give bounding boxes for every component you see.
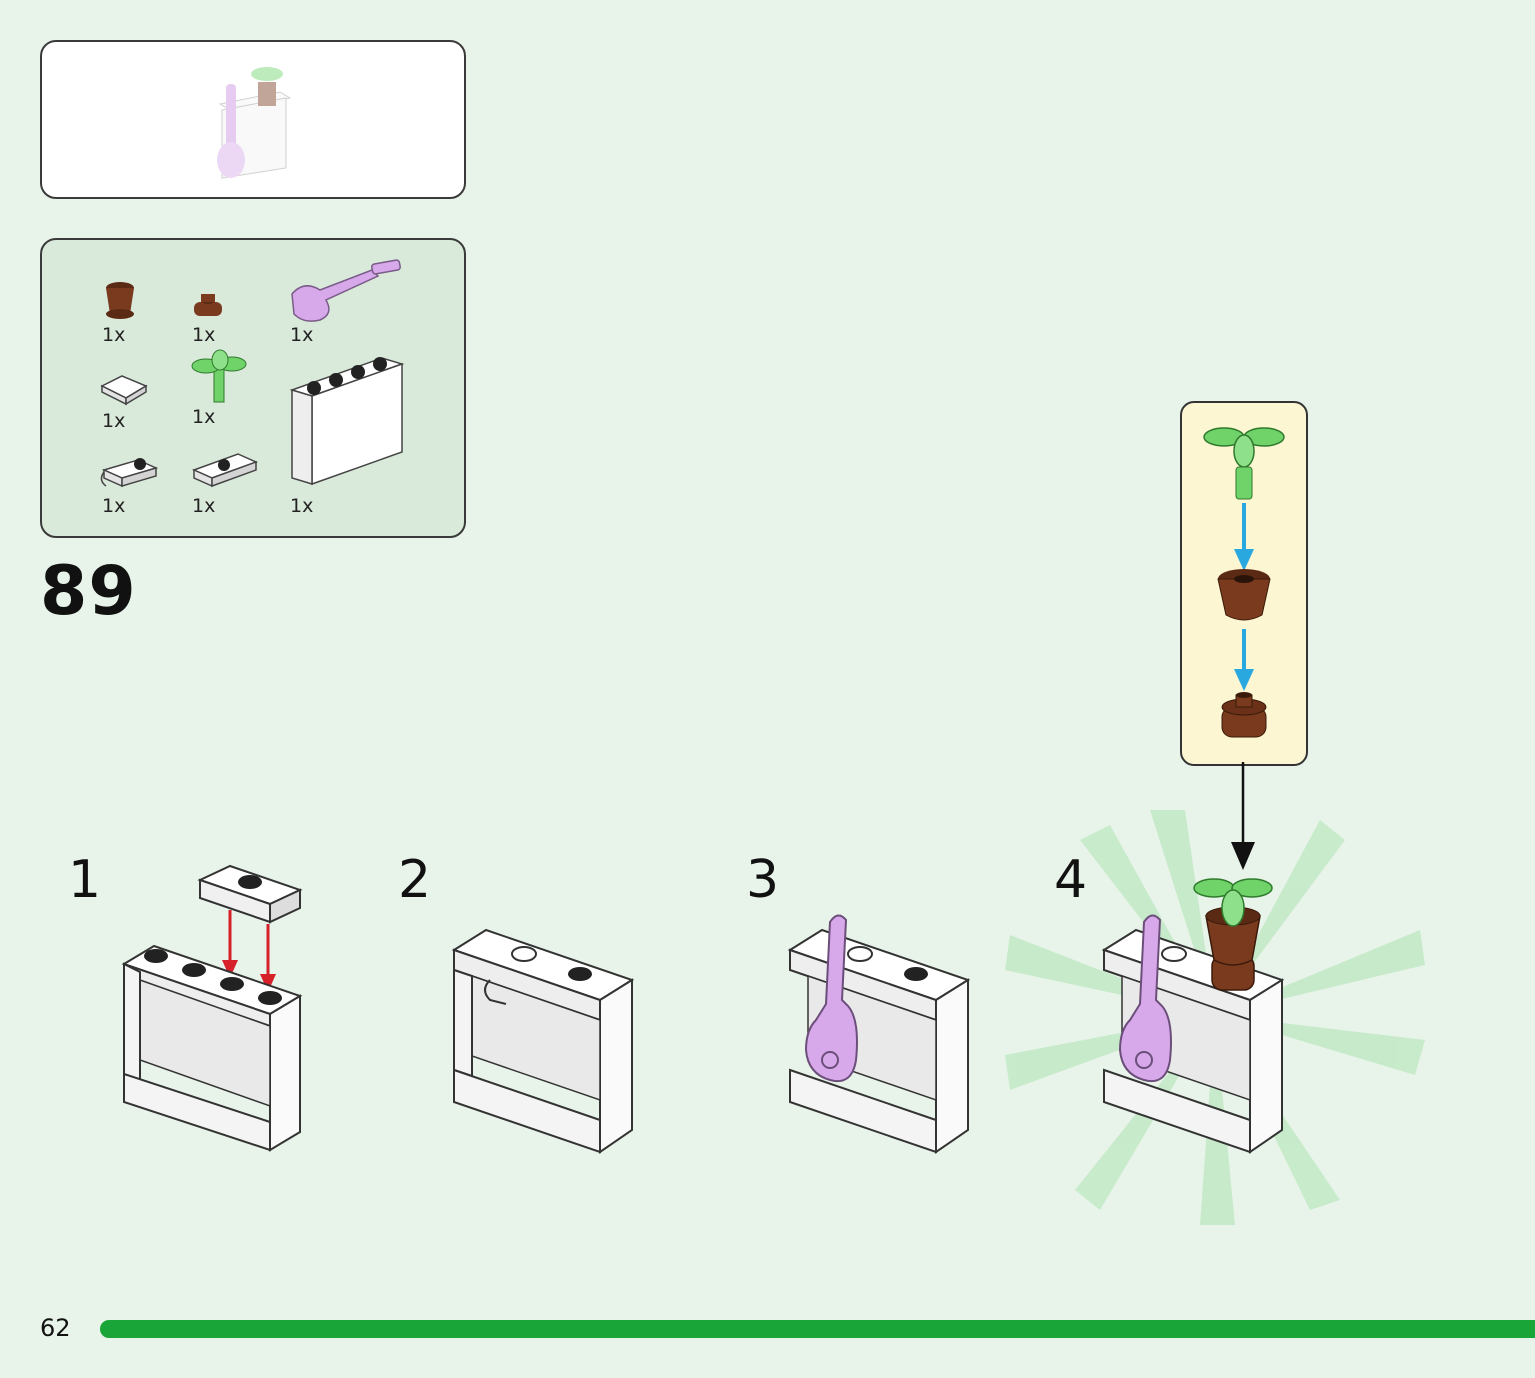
substep-1-illustration [121,864,303,1152]
page-number: 62 [40,1314,71,1342]
substep-number-1: 1 [68,850,102,910]
model-preview-icon [217,67,292,179]
clip-plate-icon [100,458,159,488]
round-plate-icon [194,294,222,316]
panel-icon [289,357,405,486]
parts-list-art [100,259,405,488]
part-qty: 1x [102,410,126,432]
tile-icon [100,375,148,406]
model-preview-box [40,40,466,199]
plant-icon [191,349,247,403]
substep-2-illustration [451,928,635,1154]
part-qty: 1x [102,495,126,517]
pot-icon [106,282,134,319]
substep-number-4: 4 [1054,850,1088,910]
jumper-plate-icon [191,453,259,488]
parts-list-box: 1x 1x 1x 1x 1x 1x 1x 1x [40,238,466,538]
substep-number-3: 3 [746,850,780,910]
substep-4-illustration [1101,878,1285,1154]
callout-arrow-icon [1231,762,1255,870]
substep-3-illustration [787,914,971,1154]
part-qty: 1x [192,406,216,428]
subassembly-callout [1180,401,1308,766]
part-qty: 1x [290,324,314,346]
part-qty: 1x [102,324,126,346]
substep-number-2: 2 [398,850,432,910]
guitar-icon [291,259,401,322]
part-qty: 1x [192,495,216,517]
part-qty: 1x [290,495,314,517]
progress-bar [100,1320,1535,1338]
callout-art [1203,427,1285,738]
part-qty: 1x [192,324,216,346]
step-number: 89 [40,552,137,631]
